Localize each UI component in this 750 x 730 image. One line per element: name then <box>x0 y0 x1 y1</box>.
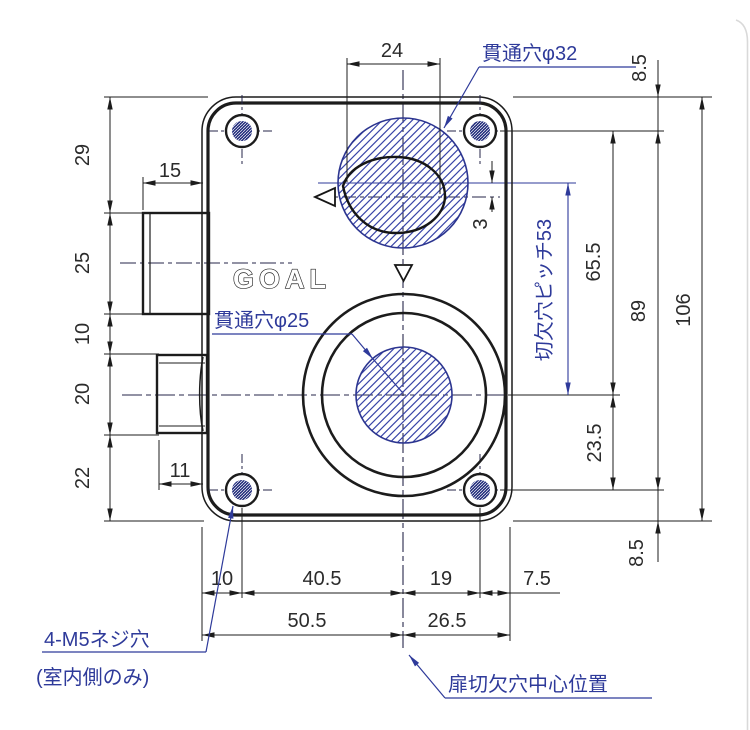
dim-text-22: 22 <box>72 467 94 489</box>
callout-screw-note: 4-M5ネジ穴 (室内側のみ) <box>36 505 234 689</box>
screw-holes <box>209 95 513 526</box>
dim-text-89: 89 <box>628 300 650 322</box>
dim-text-75: 7.5 <box>523 568 551 590</box>
dim-text-405: 40.5 <box>303 568 342 590</box>
screw-hole-top-left <box>209 95 275 167</box>
latch-outline <box>141 211 211 316</box>
label-cutout-pitch: 切欠穴ピッチ53 <box>533 219 556 361</box>
dim-left-chain <box>104 96 208 522</box>
dim-text-25: 25 <box>72 252 94 274</box>
through-hole-25-circle <box>355 346 453 444</box>
right-extension-lines <box>500 96 712 522</box>
dim-text-3: 3 <box>470 218 492 229</box>
deadbolt-outline <box>155 353 209 435</box>
deadbolt-end-curve <box>198 356 204 432</box>
cylinder-cam-outline <box>341 155 447 235</box>
dim-text-235: 23.5 <box>584 424 606 463</box>
brand-logo: GOAL <box>233 264 331 294</box>
screw-hole-top-right <box>447 95 513 167</box>
dim-text-10b: 10 <box>211 568 233 590</box>
dim-text-29: 29 <box>72 144 94 166</box>
cylinder-hole-top <box>312 117 469 283</box>
dim-text-19: 19 <box>430 568 452 590</box>
rose-inner-circle <box>320 311 488 479</box>
dim-latch-depth <box>142 177 203 210</box>
label-through-hole-32: 貫通穴φ32 <box>482 42 577 65</box>
dim-text-10l: 10 <box>72 323 94 345</box>
thumbturn-hole-bottom <box>301 292 507 498</box>
left-pointer-marker <box>312 186 336 208</box>
dim-text-265: 26.5 <box>428 610 467 632</box>
rose-outer-circle <box>301 292 507 498</box>
blue-annotations: 切欠穴ピッチ53 貫通穴φ32 貫通穴φ25 4-M5ネジ穴 (室内側のみ) 扉… <box>36 42 652 699</box>
dim-text-11: 11 <box>170 460 191 482</box>
screw-hole-bottom-right <box>447 454 513 526</box>
through-hole-32-circle <box>337 117 469 249</box>
dead-bolt <box>155 353 209 435</box>
dim-text-106: 106 <box>673 293 695 326</box>
dim-bottom-rows <box>201 508 560 641</box>
dimensions <box>104 58 712 641</box>
dim-text-24: 24 <box>381 40 403 62</box>
label-door-cutout-center: 扉切欠穴中心位置 <box>448 673 608 696</box>
dim-text-655: 65.5 <box>583 243 605 282</box>
callout-through-hole-32: 貫通穴φ32 <box>443 42 636 129</box>
dimension-texts: 24 29 25 10 20 22 15 11 8.5 3 65.5 89 10… <box>72 40 695 632</box>
dim-cam-width <box>346 58 441 194</box>
callout-through-hole-25: 貫通穴φ25 <box>212 309 403 393</box>
down-pointer-marker <box>393 264 414 283</box>
dim-text-85b: 8.5 <box>626 539 648 567</box>
label-through-hole-25: 貫通穴φ25 <box>214 309 309 332</box>
label-screw-note-1: 4-M5ネジ穴 <box>44 628 150 651</box>
photo-edge <box>735 19 749 730</box>
dim-text-20: 20 <box>72 383 94 405</box>
dim-text-15: 15 <box>159 160 181 182</box>
dim-text-85t: 8.5 <box>629 54 651 82</box>
body-outer-outline <box>201 96 513 522</box>
dim-bolt-depth <box>158 440 203 490</box>
label-screw-note-2: (室内側のみ) <box>36 666 149 689</box>
latch-bolt <box>141 211 211 316</box>
callout-door-cutout-center: 扉切欠穴中心位置 <box>408 654 652 699</box>
dim-text-505: 50.5 <box>288 610 327 632</box>
